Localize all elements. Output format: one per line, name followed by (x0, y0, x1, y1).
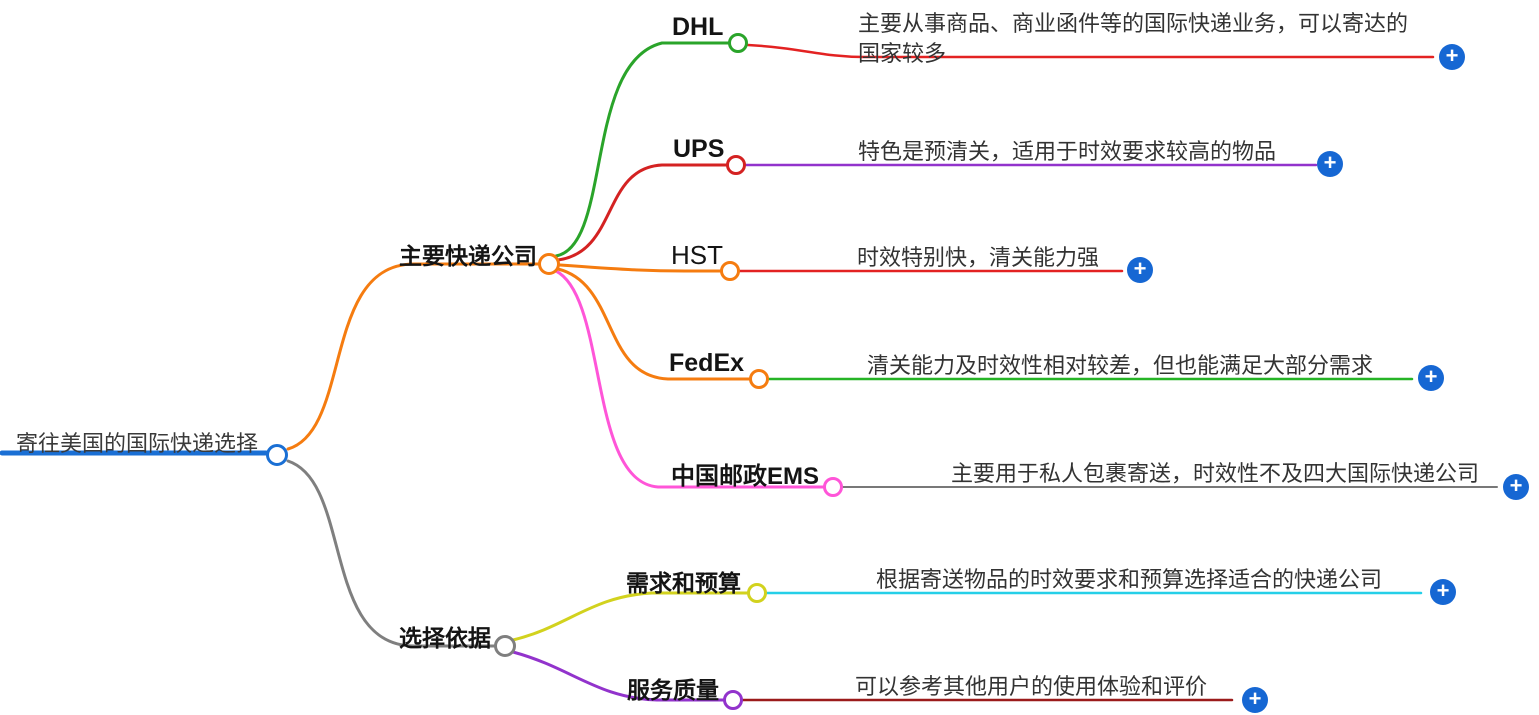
node-handle-quality[interactable] (723, 690, 743, 710)
edge-companies-hst (558, 263, 722, 273)
desc-text-dhl[interactable]: 主要从事商品、商业函件等的国际快递业务，可以寄达的国家较多 (858, 11, 1409, 66)
plus-icon: + (1248, 686, 1262, 711)
add-child-button-fedex[interactable]: + (1418, 365, 1444, 391)
plus-icon: + (1445, 43, 1459, 68)
plus-icon: + (1509, 473, 1523, 498)
leaf-label-ems[interactable]: 中国邮政EMS (671, 463, 820, 490)
branch-label-criteria[interactable]: 选择依据 (399, 625, 491, 651)
edge-root-criteria (286, 459, 496, 648)
add-child-button-hst[interactable]: + (1127, 257, 1153, 283)
plus-icon: + (1424, 364, 1438, 389)
edge-criteria-quality (511, 650, 725, 702)
add-child-button-ems[interactable]: + (1503, 474, 1529, 500)
node-handle-criteria[interactable] (494, 635, 516, 657)
desc-text-ups[interactable]: 特色是预清关，适用于时效要求较高的物品 (858, 139, 1277, 164)
edge-dhl-desc (746, 43, 1435, 59)
add-child-button-ups[interactable]: + (1317, 151, 1343, 177)
desc-text-ems[interactable]: 主要用于私人包裹寄送，时效性不及四大国际快递公司 (951, 461, 1480, 486)
leaf-label-ups[interactable]: UPS (673, 135, 725, 163)
node-handle-companies[interactable] (538, 253, 560, 275)
edge-companies-fedex (556, 267, 751, 381)
edge-companies-ems (554, 269, 825, 489)
edge-root-companies (286, 262, 540, 451)
plus-icon: + (1436, 578, 1450, 603)
desc-text-budget[interactable]: 根据寄送物品的时效要求和预算选择适合的快递公司 (876, 567, 1383, 592)
node-handle-budget[interactable] (747, 583, 767, 603)
leaf-label-fedex[interactable]: FedEx (669, 349, 745, 377)
plus-icon: + (1323, 150, 1337, 175)
node-handle-ups[interactable] (726, 155, 746, 175)
add-child-button-budget[interactable]: + (1430, 579, 1456, 605)
desc-text-hst[interactable]: 时效特别快，清关能力强 (857, 245, 1100, 270)
edge-companies-ups (556, 163, 728, 262)
node-handle-fedex[interactable] (749, 369, 769, 389)
node-handle-dhl[interactable] (728, 33, 748, 53)
desc-text-quality[interactable]: 可以参考其他用户的使用体验和评价 (855, 674, 1208, 699)
branch-label-companies[interactable]: 主要快递公司 (399, 243, 537, 269)
leaf-label-quality[interactable]: 服务质量 (627, 677, 719, 703)
add-child-button-dhl[interactable]: + (1439, 44, 1465, 70)
edge-companies-dhl (554, 41, 730, 258)
node-handle-hst[interactable] (720, 261, 740, 281)
leaf-label-dhl[interactable]: DHL (672, 13, 724, 41)
edge-criteria-budget (511, 591, 749, 642)
root-node-label[interactable]: 寄往美国的国际快递选择 (16, 431, 259, 456)
plus-icon: + (1133, 256, 1147, 281)
desc-text-fedex[interactable]: 清关能力及时效性相对较差，但也能满足大部分需求 (867, 353, 1374, 378)
add-child-button-quality[interactable]: + (1242, 687, 1268, 713)
leaf-label-budget[interactable]: 需求和预算 (626, 570, 741, 596)
node-handle-ems[interactable] (823, 477, 843, 497)
leaf-label-hst[interactable]: HST (671, 240, 723, 270)
node-handle-root[interactable] (266, 444, 288, 466)
